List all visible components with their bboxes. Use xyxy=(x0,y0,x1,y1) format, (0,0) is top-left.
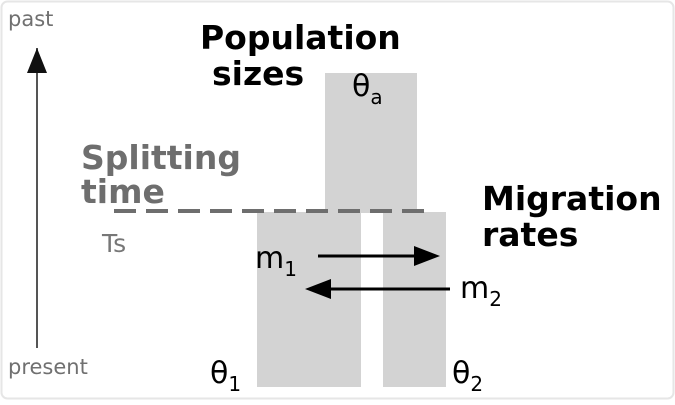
population-2-block xyxy=(383,212,446,387)
population-1-theta-symbol: θ xyxy=(210,356,228,391)
time-axis-arrowhead xyxy=(27,48,47,73)
migration-m2-subscript: 2 xyxy=(489,287,502,311)
axis-label-present: present xyxy=(8,355,88,379)
heading-migration-line2: rates xyxy=(482,215,578,254)
heading-splitting-time: Splitting time xyxy=(81,138,253,211)
migration-m1-symbol: m xyxy=(255,241,284,276)
population-1-block xyxy=(257,212,361,387)
ancestral-population-block xyxy=(325,73,417,213)
population-1-theta-label: θ1 xyxy=(210,356,241,396)
ancestral-theta-symbol: θ xyxy=(352,69,370,104)
axis-label-past: past xyxy=(8,7,53,31)
heading-migration-line1: Migration xyxy=(482,179,662,218)
migration-m1-subscript: 1 xyxy=(284,257,297,281)
migration-m2-symbol: m xyxy=(460,271,489,306)
heading-population-line2: sizes xyxy=(212,54,304,93)
ancestral-theta-label: θa xyxy=(352,69,383,109)
heading-population-sizes: Population sizes xyxy=(200,18,412,93)
heading-splitting-line2: time xyxy=(81,172,165,211)
split-time-label: Ts xyxy=(101,229,126,258)
population-1-theta-subscript: 1 xyxy=(228,372,241,396)
ancestral-theta-subscript: a xyxy=(370,85,382,109)
migration-m2-label: m2 xyxy=(460,271,502,311)
heading-splitting-line1: Splitting xyxy=(81,138,241,177)
heading-migration-rates: Migration rates xyxy=(482,179,673,254)
population-2-theta-subscript: 2 xyxy=(470,372,483,396)
heading-population-line1: Population xyxy=(200,18,401,57)
population-2-theta-symbol: θ xyxy=(452,356,470,391)
population-2-theta-label: θ2 xyxy=(452,356,483,396)
migration-arrow-right-head xyxy=(414,246,440,266)
migration-arrow-left-head xyxy=(305,279,331,299)
migration-m1-label: m1 xyxy=(255,241,297,281)
